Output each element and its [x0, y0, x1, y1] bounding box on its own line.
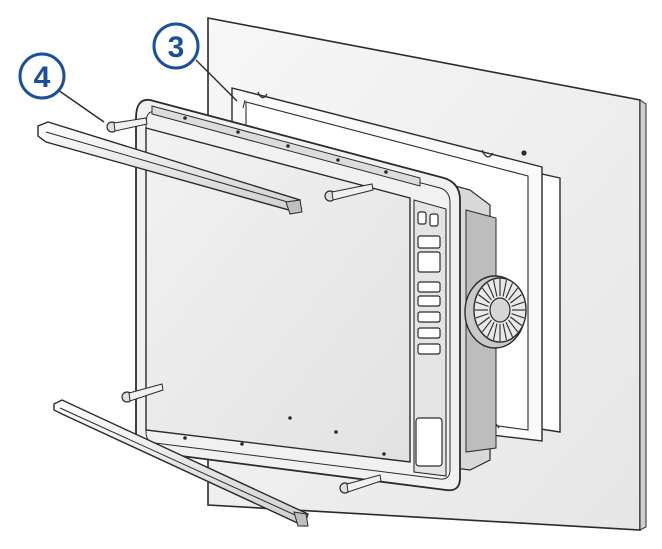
screw-top-right	[324, 183, 374, 202]
mounting-knob	[464, 275, 527, 349]
hardware-buttons	[415, 211, 443, 467]
callout-4-number: 4	[34, 61, 51, 94]
bottom-trim-piece	[53, 399, 309, 527]
callout-3: 3	[152, 22, 238, 102]
screw-top-left	[106, 117, 148, 133]
chartplotter-display	[135, 98, 461, 492]
top-trim-piece	[37, 121, 303, 215]
callout-3-number: 3	[168, 31, 185, 64]
screw-bottom-left	[121, 383, 164, 403]
callout-4: 4	[18, 52, 105, 123]
display-screen	[145, 127, 411, 463]
screw-bottom-right	[339, 474, 382, 494]
